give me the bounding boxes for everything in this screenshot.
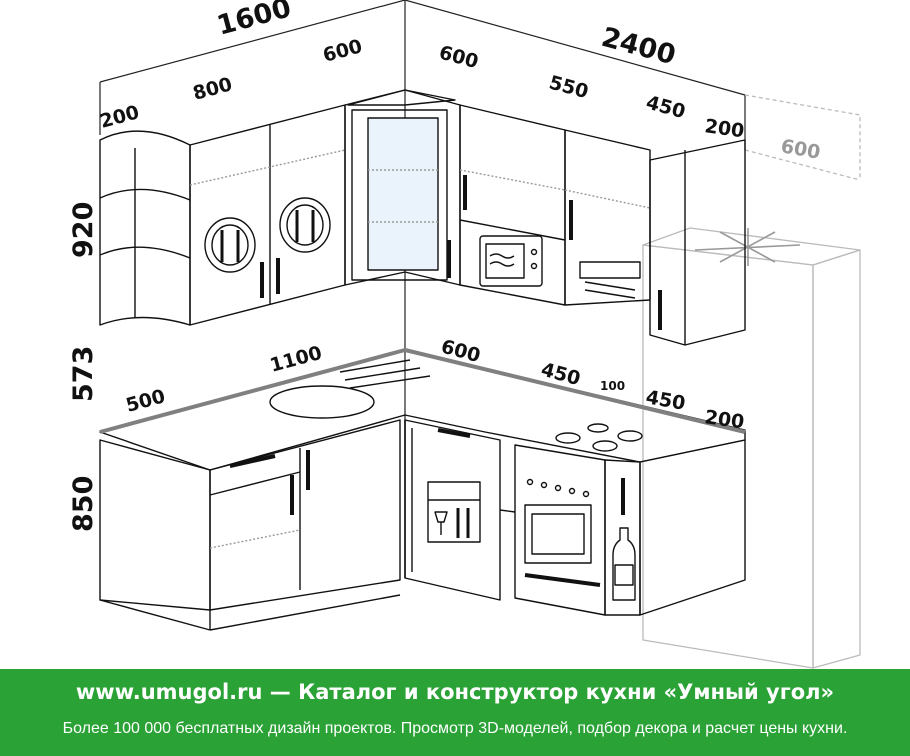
dim-top-left: 1600 bbox=[214, 0, 295, 42]
dim-upper-right-end: 200 bbox=[703, 115, 745, 142]
sink-bowl bbox=[269, 385, 375, 419]
banner-title-link[interactable]: www.umugol.ru — Каталог и конструктор ку… bbox=[75, 680, 835, 704]
dim-counter-corner: 600 bbox=[439, 336, 483, 368]
fridge-ghost-top-line bbox=[744, 94, 861, 180]
base-right-end bbox=[639, 439, 746, 616]
base-left-side bbox=[99, 439, 211, 611]
counter-back-edge bbox=[99, 348, 746, 434]
upper-mid-front bbox=[564, 129, 651, 306]
oven bbox=[499, 444, 606, 616]
range-hood bbox=[579, 261, 641, 299]
bottle-icon bbox=[612, 527, 636, 601]
banner-subtitle: Более 100 000 бесплатных дизайн проектов… bbox=[62, 720, 848, 737]
microwave bbox=[479, 235, 543, 287]
base-left-cabinet bbox=[99, 419, 401, 631]
right-wall-line bbox=[404, 0, 746, 150]
base-left-front bbox=[209, 419, 401, 611]
footer-banner bbox=[0, 669, 910, 756]
upper-open-shelves bbox=[99, 130, 191, 326]
fridge-top bbox=[642, 227, 861, 266]
upper-mid-cabinet bbox=[564, 129, 651, 306]
dim-upper-corner-left: 600 bbox=[321, 35, 365, 67]
plate-cutlery-icon-left bbox=[204, 217, 256, 273]
dim-counter-left-end: 500 bbox=[124, 385, 168, 417]
countertop bbox=[99, 348, 746, 471]
dim-counter-right-end: 200 bbox=[703, 406, 745, 433]
bottle-cabinet bbox=[604, 459, 641, 616]
dim-top-right: 2400 bbox=[598, 22, 679, 71]
upper-corner-cabinet bbox=[344, 89, 461, 286]
shelf-unit-outline bbox=[99, 130, 191, 326]
base-right-end-front bbox=[639, 439, 746, 616]
dim-upper-hood: 450 bbox=[644, 92, 688, 124]
kitchen-drawing: 1600 2400 200 800 600 600 550 450 200 60… bbox=[68, 0, 861, 669]
glass-panel bbox=[367, 117, 439, 271]
dim-upper-height: 920 bbox=[68, 202, 99, 258]
upper-right-cabinet-front bbox=[459, 104, 566, 306]
dishwasher-panel bbox=[427, 481, 481, 543]
upper-left-cabinet-front bbox=[189, 104, 346, 326]
plate-cutlery-icon-right bbox=[279, 197, 331, 253]
dim-upper-mid: 550 bbox=[547, 72, 591, 104]
dim-upper-corner-right: 600 bbox=[437, 42, 481, 74]
fridge bbox=[642, 94, 861, 669]
hob bbox=[555, 423, 643, 452]
corner-cabinet-door bbox=[351, 109, 448, 281]
fridge-ghost-line bbox=[744, 149, 861, 181]
upper-left-cabinet bbox=[189, 104, 346, 326]
snowflake-icon bbox=[694, 228, 801, 266]
dim-fridge-depth: 600 bbox=[779, 135, 822, 164]
fridge-side bbox=[812, 249, 861, 669]
dim-counter-left-run: 1100 bbox=[268, 342, 325, 377]
oven-window bbox=[524, 504, 592, 564]
dishwasher bbox=[404, 419, 501, 601]
dim-backsplash-height: 573 bbox=[68, 346, 99, 402]
dim-base-height: 850 bbox=[68, 476, 99, 532]
dim-upper-shelf: 200 bbox=[98, 101, 142, 133]
dimension-labels: 1600 2400 200 800 600 600 550 450 200 60… bbox=[68, 0, 822, 532]
upper-right-cabinet bbox=[459, 104, 566, 306]
dishwasher-front bbox=[404, 419, 501, 601]
dim-upper-left-cabinet: 800 bbox=[191, 73, 235, 105]
end-cabinet-front bbox=[649, 139, 746, 346]
dim-counter-gap: 100 bbox=[600, 379, 625, 393]
upper-right-end-cabinet bbox=[649, 139, 746, 346]
microwave-body bbox=[479, 235, 543, 287]
